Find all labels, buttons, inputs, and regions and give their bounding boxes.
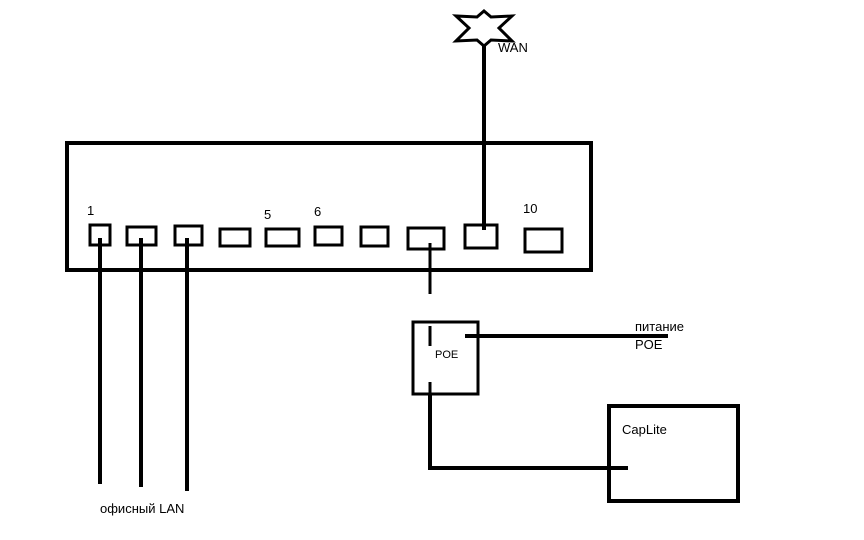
port-label-5: 5 (264, 207, 271, 222)
port-9 (463, 223, 499, 250)
port-8 (406, 226, 446, 251)
port-6 (313, 225, 344, 247)
office-lan-label: офисный LAN (100, 501, 184, 516)
caplite-box (607, 404, 740, 503)
port-label-1: 1 (87, 203, 94, 218)
poe-power-label-line1: питание (635, 319, 684, 334)
port-10 (523, 227, 564, 254)
poe-injector-box (411, 320, 480, 396)
wan-label: WAN (498, 40, 528, 55)
switch-body (65, 141, 593, 272)
port-label-10: 10 (523, 201, 537, 216)
port-5 (264, 227, 301, 248)
port-4 (218, 227, 252, 248)
poe-power-label-line2: POE (635, 337, 663, 352)
port-7 (359, 225, 390, 248)
caplite-label: CapLite (622, 422, 667, 437)
poe-label: POE (435, 349, 458, 361)
port-label-6: 6 (314, 204, 321, 219)
